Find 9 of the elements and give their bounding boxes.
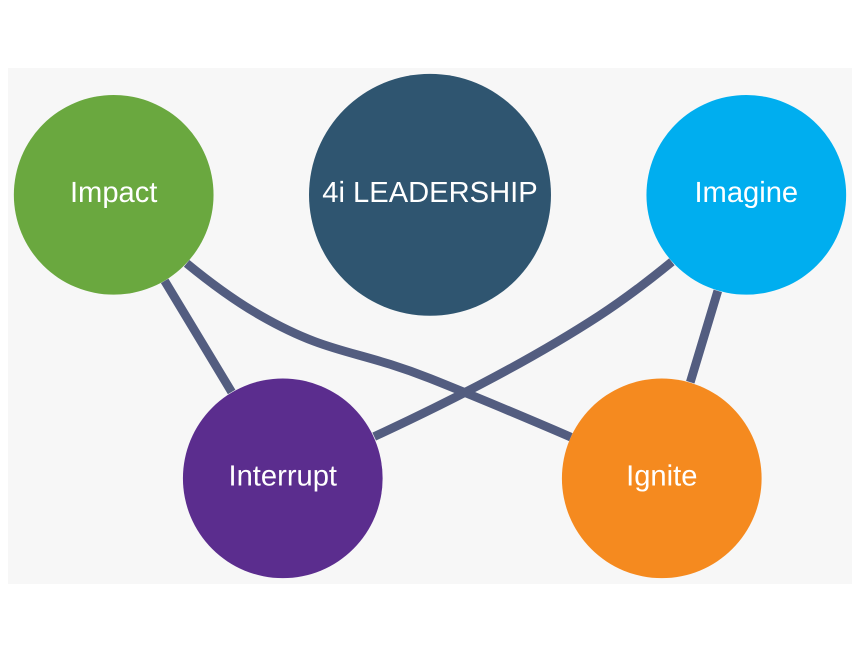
connector — [686, 290, 722, 384]
connector — [372, 258, 675, 441]
node-circle: Imagine — [646, 94, 846, 295]
node-circle: Impact — [14, 94, 214, 295]
connector — [184, 260, 573, 442]
node-circle: Ignite — [562, 378, 762, 578]
node-circle: Interrupt — [182, 378, 383, 578]
connector — [160, 278, 236, 394]
node-circle: 4i LEADERSHIP — [309, 74, 551, 316]
